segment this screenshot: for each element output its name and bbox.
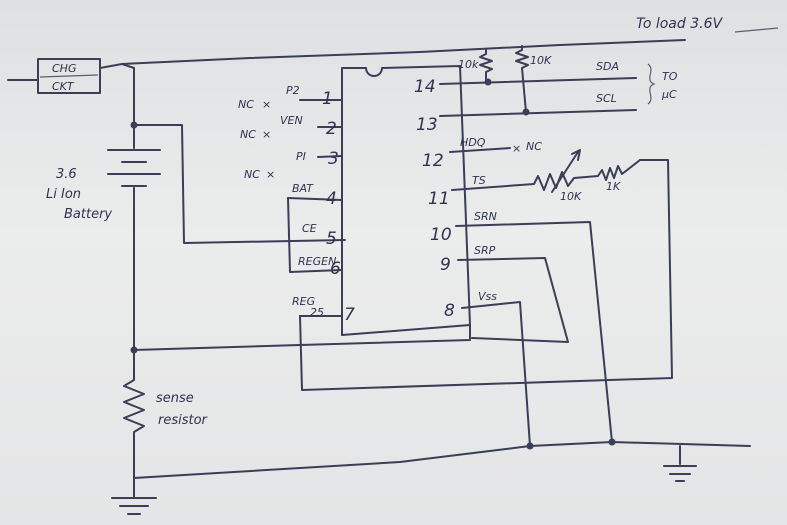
sense-to-vss-wire	[133, 324, 471, 351]
pullup-resistor-sda-value: 10k	[458, 58, 479, 71]
pin-2-cross: ×	[262, 128, 271, 141]
pin-9-name: SRP	[474, 244, 496, 257]
bus-mcu-label: μC	[661, 88, 677, 101]
bus-to-label: TO	[662, 70, 678, 83]
pin-12-name: HDQ	[460, 136, 486, 149]
charger-box-divider	[39, 74, 99, 78]
battery-label-2: Li Ion	[46, 187, 81, 202]
pin-3-name: PI	[296, 150, 306, 163]
battery-label-1: 3.6	[56, 167, 77, 182]
pin-3-lead	[317, 155, 343, 158]
reg25-loop-wire	[299, 159, 673, 391]
charger-label-2: CKT	[52, 80, 75, 93]
ts-resistor-1-value: 10K	[560, 190, 582, 203]
pin-12-number: 12	[422, 151, 444, 171]
pin-12-lead	[449, 147, 511, 153]
pin-10-name: SRN	[474, 210, 497, 223]
sense-label-2: resistor	[158, 413, 209, 428]
battery-to-ce-wire	[133, 124, 346, 244]
pullup-resistor-scl	[515, 45, 529, 113]
pin-1-name: P2	[286, 84, 300, 97]
bus-brace	[647, 63, 656, 105]
battery-label-3: Battery	[64, 207, 112, 222]
load-rail-wire	[121, 39, 686, 65]
pin-2-number: 2	[326, 119, 337, 139]
ts-pot-arrow	[551, 151, 579, 193]
pin-11-name: TS	[472, 174, 486, 187]
pin-7-sub: 25	[310, 306, 324, 319]
pin-8-number: 8	[444, 301, 455, 321]
ts-pot-arrowhead	[571, 149, 581, 161]
pin-1-nc: NC	[238, 98, 254, 111]
ground-rail-wire	[133, 441, 751, 479]
srn-wire	[455, 221, 613, 443]
pin-14-number: 14	[414, 77, 436, 97]
pin-6-number: 6	[330, 259, 341, 279]
load-label-underline	[734, 27, 779, 33]
sda-wire	[439, 77, 637, 85]
pin-3-number: 3	[328, 149, 339, 169]
ts-resistor-chain	[451, 159, 641, 191]
pin-12-cross: ×	[512, 142, 521, 155]
charger-label-1: CHG	[52, 62, 76, 75]
pin-8-name: Vss	[478, 290, 497, 303]
pin-6-name: REGEN	[298, 255, 336, 268]
vss-wire	[461, 301, 531, 447]
scl-wire	[439, 109, 637, 117]
pin-10-number: 10	[430, 225, 452, 245]
pin-2-nc: NC	[240, 128, 256, 141]
pin-12-nc: NC	[526, 140, 542, 153]
pullup-resistor-sda	[479, 49, 493, 83]
srp-wire	[457, 257, 569, 343]
load-label: To load 3.6V	[636, 16, 723, 32]
pin-1-cross: ×	[262, 98, 271, 111]
pin-2-name: VEN	[280, 114, 303, 127]
pin-3-nc: NC	[244, 168, 260, 181]
pin-7-name: REG	[292, 295, 315, 308]
pin-11-number: 11	[428, 189, 450, 209]
pin-4-lead	[287, 197, 343, 241]
sda-label: SDA	[596, 60, 619, 73]
pin-7-number: 7	[344, 305, 355, 325]
pin-4-number: 4	[326, 189, 337, 209]
pin-6-lead	[287, 197, 343, 273]
pin-9-number: 9	[440, 255, 451, 275]
pin-13-number: 13	[416, 115, 438, 135]
ic-body	[341, 65, 471, 336]
pin-4-name: BAT	[292, 182, 314, 195]
charger-output-wire	[99, 63, 135, 69]
scl-label: SCL	[596, 92, 617, 105]
charger-box	[37, 58, 101, 94]
pin-1-number: 1	[322, 89, 333, 109]
pin-3-cross: ×	[266, 168, 275, 181]
pin-5-name: CE	[302, 222, 317, 235]
ts-resistor-2-value: 1K	[606, 180, 621, 193]
pullup-resistor-scl-value: 10K	[530, 54, 552, 67]
pin-5-number: 5	[326, 229, 337, 249]
sense-resistor	[123, 349, 145, 499]
sense-label-1: sense	[156, 391, 194, 406]
